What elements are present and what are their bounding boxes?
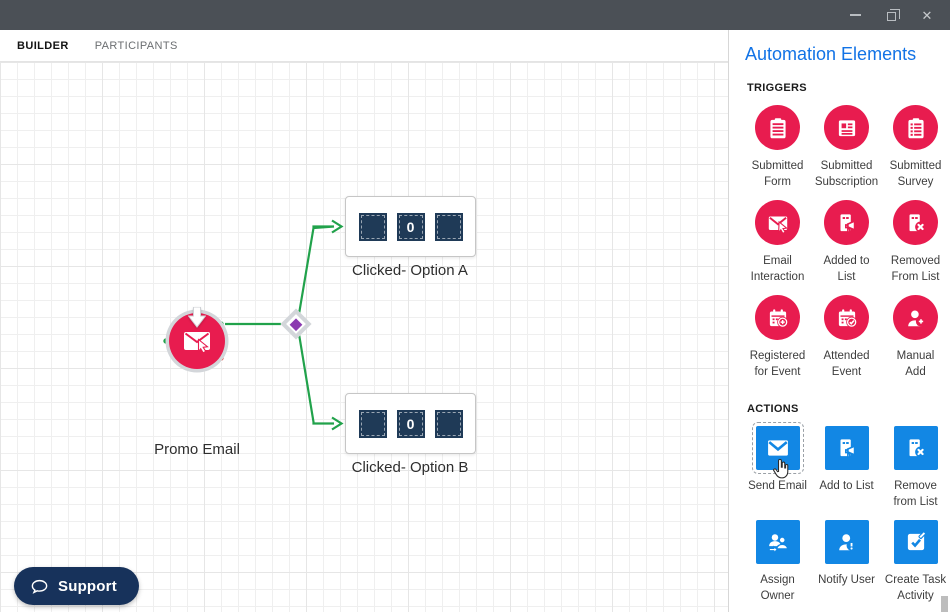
option-b-label: Clicked- Option B bbox=[351, 459, 469, 476]
action-send-email[interactable]: Send Email bbox=[743, 422, 812, 510]
option-b-count-badge[interactable]: 0 bbox=[396, 409, 425, 438]
action-add-to-list[interactable]: Add to List bbox=[812, 426, 881, 510]
option-a-label: Clicked- Option A bbox=[352, 262, 468, 279]
action-remove-from-list[interactable]: Remove from List bbox=[881, 426, 950, 510]
option-b-slot-1[interactable] bbox=[358, 409, 387, 438]
close-button[interactable]: ✕ bbox=[920, 8, 934, 22]
trigger-submitted-survey[interactable]: Submitted Survey bbox=[881, 105, 950, 190]
trigger-added-to-list[interactable]: Added to List bbox=[812, 200, 881, 285]
create-task-icon bbox=[907, 531, 926, 551]
decision-diamond-node[interactable] bbox=[280, 308, 312, 340]
promo-email-label: Promo Email bbox=[154, 441, 240, 458]
tab-participants[interactable]: PARTICIPANTS bbox=[94, 39, 178, 52]
actions-heading: ACTIONS bbox=[747, 403, 799, 415]
send-email-icon bbox=[767, 440, 788, 456]
chat-bubble-icon bbox=[31, 579, 48, 594]
action-create-task-activity[interactable]: Create Task Activity bbox=[881, 520, 950, 604]
triggers-grid: Submitted Form Submitted Subscription bbox=[743, 105, 950, 390]
elements-panel: Automation Elements TRIGGERS Submitted F… bbox=[729, 30, 950, 612]
window-titlebar: ✕ bbox=[0, 0, 950, 30]
option-a-slot-1[interactable] bbox=[358, 212, 387, 241]
action-assign-owner[interactable]: Assign Owner bbox=[743, 520, 812, 604]
restore-button[interactable] bbox=[884, 8, 900, 22]
entry-arrow-icon bbox=[188, 307, 206, 328]
option-b-node[interactable]: 0 bbox=[345, 393, 476, 454]
trigger-submitted-form[interactable]: Submitted Form bbox=[743, 105, 812, 190]
support-label: Support bbox=[58, 577, 117, 595]
trigger-attended-event[interactable]: Attended Event bbox=[812, 295, 881, 380]
email-interaction-icon bbox=[184, 332, 210, 353]
diamond-core-icon bbox=[289, 317, 303, 331]
option-a-node[interactable]: 0 bbox=[345, 196, 476, 257]
trigger-email-interaction[interactable]: Email Interaction bbox=[743, 200, 812, 285]
survey-icon bbox=[907, 117, 924, 138]
connector-diamond-to-option-a bbox=[297, 225, 335, 315]
added-to-list-icon bbox=[840, 213, 855, 233]
triggers-heading: TRIGGERS bbox=[747, 82, 807, 94]
tab-bar: BUILDER PARTICIPANTS bbox=[0, 30, 728, 62]
diamond-icon bbox=[280, 308, 312, 340]
tab-builder[interactable]: BUILDER bbox=[17, 39, 69, 52]
connector-arrowhead-b bbox=[331, 416, 344, 431]
add-to-list-icon bbox=[840, 439, 855, 458]
manual-add-icon bbox=[907, 310, 926, 327]
connector-arrowhead-a bbox=[331, 219, 344, 234]
action-notify-user[interactable]: Notify User bbox=[812, 520, 881, 604]
option-b-slot-2[interactable] bbox=[434, 409, 463, 438]
option-a-count-badge[interactable]: 0 bbox=[396, 212, 425, 241]
email-interaction-icon bbox=[768, 216, 788, 234]
support-button[interactable]: Support bbox=[14, 567, 139, 605]
form-icon bbox=[769, 117, 786, 138]
trigger-submitted-subscription[interactable]: Submitted Subscription bbox=[812, 105, 881, 190]
attended-event-icon bbox=[838, 308, 857, 328]
notify-user-icon bbox=[838, 534, 857, 551]
restore-icon bbox=[886, 8, 900, 21]
trigger-registered-for-event[interactable]: Registered for Event bbox=[743, 295, 812, 380]
registered-event-icon bbox=[769, 308, 788, 328]
trigger-manual-add[interactable]: Manual Add bbox=[881, 295, 950, 380]
assign-owner-icon bbox=[768, 534, 788, 554]
panel-title: Automation Elements bbox=[745, 44, 917, 64]
removed-from-list-icon bbox=[909, 213, 926, 232]
option-a-slot-2[interactable] bbox=[434, 212, 463, 241]
close-icon: ✕ bbox=[921, 7, 933, 23]
connector-diamond-to-option-b bbox=[297, 333, 334, 425]
automation-canvas[interactable]: Promo Email 0 Clicked- Option A bbox=[0, 62, 728, 612]
minimize-button[interactable] bbox=[848, 8, 862, 22]
sidebar-scrollbar-thumb[interactable] bbox=[941, 596, 948, 612]
actions-grid: Send Email Add to List bbox=[743, 422, 950, 612]
trigger-removed-from-list[interactable]: Removed From List bbox=[881, 200, 950, 285]
minimize-icon bbox=[849, 14, 861, 16]
remove-from-list-icon bbox=[909, 439, 926, 458]
subscription-icon bbox=[838, 119, 855, 136]
flow-connectors bbox=[161, 219, 475, 431]
